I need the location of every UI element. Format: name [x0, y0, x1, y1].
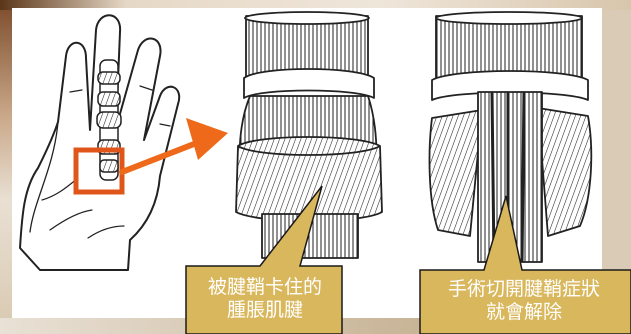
hand-illustration [19, 14, 181, 271]
background-top-edge [0, 0, 631, 10]
finger-tendon [96, 59, 122, 181]
callout-right-line1: 手術切開腱鞘症狀 [447, 278, 600, 300]
callout-right-text: 手術切開腱鞘症狀 就會解除 [424, 278, 624, 324]
callout-left-text: 被腱鞘卡住的 腫脹肌腱 [192, 276, 338, 322]
callout-right-box [419, 195, 631, 334]
callout-left-line1: 被腱鞘卡住的 [207, 276, 322, 298]
callout-left-box [185, 185, 343, 334]
arrow-right-icon [119, 118, 228, 175]
callout-left-line2: 腫脹肌腱 [226, 299, 303, 321]
tendon-sheath-released [428, 11, 593, 263]
callout-right-line2: 就會解除 [485, 301, 562, 323]
